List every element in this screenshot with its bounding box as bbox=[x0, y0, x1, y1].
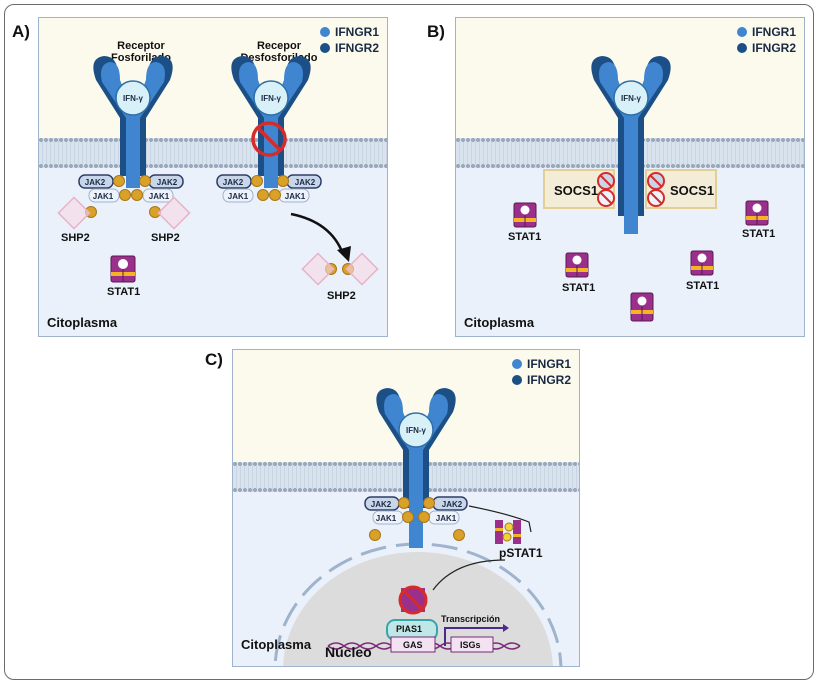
isgs-label: ISGs bbox=[460, 640, 481, 650]
ifngr2-dot-icon bbox=[511, 375, 522, 385]
legend-label: IFNGR1 bbox=[334, 25, 379, 39]
receptor-dephosphorylated: IFN-γ bbox=[231, 56, 311, 188]
gas-label: GAS bbox=[403, 640, 423, 650]
panel-a-letter: A) bbox=[12, 22, 30, 41]
jak-complex: JAK2 JAK1 JAK2 JAK1 bbox=[364, 496, 468, 525]
shp2-label: SHP2 bbox=[327, 290, 356, 302]
ifngr1-dot-icon bbox=[736, 27, 747, 37]
stat1-icon bbox=[630, 292, 654, 322]
gas-box bbox=[390, 636, 436, 653]
cytoplasm-label: Citoplasma bbox=[241, 637, 312, 652]
socs1-label: SOCS1 bbox=[554, 183, 599, 198]
svg-text:JAK1: JAK1 bbox=[149, 192, 170, 201]
ligand-label: IFN-γ bbox=[123, 94, 144, 103]
cytoplasm-label: Citoplasma bbox=[464, 315, 535, 330]
svg-text:JAK2: JAK2 bbox=[157, 178, 178, 187]
arrow-icon bbox=[468, 505, 532, 533]
transcription-arrow-icon bbox=[444, 627, 503, 646]
arrow-icon bbox=[290, 212, 345, 255]
legend-label: IFNGR2 bbox=[334, 41, 379, 55]
shp2-icons bbox=[57, 196, 379, 286]
ifngr2-dot-icon bbox=[736, 43, 747, 53]
ifngr2-dot-icon bbox=[319, 43, 330, 53]
legend-label: IFNGR1 bbox=[751, 25, 796, 39]
svg-text:IFN-γ: IFN-γ bbox=[621, 94, 642, 103]
svg-text:JAK2: JAK2 bbox=[442, 500, 463, 509]
arrow-icon bbox=[432, 559, 506, 591]
legend-label: IFNGR2 bbox=[526, 373, 571, 387]
panel-c-drawing: IFN-γ JAK2 JAK1 JAK2 JAK1 bbox=[273, 388, 563, 666]
legend: IFNGR1 IFNGR2 bbox=[736, 24, 796, 56]
svg-text:JAK2: JAK2 bbox=[295, 178, 316, 187]
legend-label: IFNGR1 bbox=[526, 357, 571, 371]
legend-ifngr1: IFNGR1 bbox=[736, 24, 796, 40]
stat1-label: STAT1 bbox=[508, 231, 542, 243]
phosphate-icons bbox=[369, 497, 465, 541]
inhibition-icon bbox=[251, 121, 287, 157]
legend-ifngr1: IFNGR1 bbox=[511, 356, 571, 372]
stat1-icon bbox=[565, 252, 589, 278]
legend-ifngr2: IFNGR2 bbox=[319, 40, 379, 56]
jak-complex-right: JAK2 JAK1 JAK2 JAK1 bbox=[216, 174, 322, 203]
svg-text:JAK1: JAK1 bbox=[436, 514, 457, 523]
stat1-icon bbox=[745, 200, 769, 226]
panel-a-drawing: IFN-γ IFN-γ JAK2 JAK1 JAK2 JAK1 JAK2 JAK… bbox=[57, 56, 379, 286]
svg-text:IFN-γ: IFN-γ bbox=[406, 426, 427, 435]
jak-complex-left: JAK2 JAK1 JAK2 JAK1 bbox=[78, 174, 184, 203]
figure-frame bbox=[4, 4, 814, 680]
panel-c: IFNGR1 IFNGR2 IFN-γ JAK2 JAK1 JAK2 JAK1 bbox=[232, 349, 580, 667]
legend-ifngr2: IFNGR2 bbox=[511, 372, 571, 388]
stat1-label: STAT1 bbox=[107, 286, 141, 298]
legend-ifngr2: IFNGR2 bbox=[736, 40, 796, 56]
stat1-icon bbox=[690, 250, 714, 276]
stat1-label: STAT1 bbox=[562, 282, 596, 294]
transcription-label: Transcripción bbox=[441, 614, 501, 624]
ifngr1-dot-icon bbox=[511, 359, 522, 369]
cytoplasm-label: Citoplasma bbox=[47, 315, 118, 330]
legend: IFNGR1 IFNGR2 bbox=[319, 24, 379, 56]
receptor-phosphorylated: IFN-γ bbox=[93, 56, 173, 188]
stat1-label: STAT1 bbox=[742, 228, 776, 240]
panel-b: IFNGR1 IFNGR2 IFN-γ SOCS1 SOCS1 STAT1 ST… bbox=[455, 17, 805, 337]
shp2-label: SHP2 bbox=[151, 232, 180, 244]
svg-text:JAK1: JAK1 bbox=[228, 192, 249, 201]
nucleus-label: Núcleo bbox=[325, 644, 372, 660]
panel-b-drawing: IFN-γ bbox=[513, 56, 769, 322]
svg-text:JAK2: JAK2 bbox=[223, 178, 244, 187]
cell-membrane bbox=[39, 138, 387, 168]
socs1-label: SOCS1 bbox=[670, 183, 715, 198]
inhibited-pstat1-icon bbox=[398, 585, 428, 615]
legend-ifngr1: IFNGR1 bbox=[319, 24, 379, 40]
stat1-icon bbox=[513, 202, 537, 228]
isgs-box bbox=[450, 636, 494, 653]
panel-b-letter: B) bbox=[427, 22, 445, 41]
inhibited-jak-icons bbox=[597, 172, 665, 207]
stat1-icon bbox=[110, 255, 136, 283]
svg-text:JAK2: JAK2 bbox=[85, 178, 106, 187]
pstat1-icon bbox=[495, 520, 521, 544]
svg-text:JAK1: JAK1 bbox=[93, 192, 114, 201]
svg-text:JAK2: JAK2 bbox=[371, 500, 392, 509]
pstat1-label: pSTAT1 bbox=[499, 546, 543, 560]
svg-text:JAK1: JAK1 bbox=[376, 514, 397, 523]
legend-label: IFNGR2 bbox=[751, 41, 796, 55]
receptor: IFN-γ bbox=[591, 56, 671, 234]
shp2-label: SHP2 bbox=[61, 232, 90, 244]
legend: IFNGR1 IFNGR2 bbox=[511, 356, 571, 388]
svg-text:IFN-γ: IFN-γ bbox=[261, 94, 282, 103]
ifngr1-dot-icon bbox=[319, 27, 330, 37]
stat1-label: STAT1 bbox=[686, 280, 720, 292]
receptor: IFN-γ bbox=[376, 388, 456, 548]
panel-c-letter: C) bbox=[205, 350, 223, 369]
svg-text:JAK1: JAK1 bbox=[285, 192, 306, 201]
pias1-label: PIAS1 bbox=[396, 624, 423, 634]
panel-a: IFNGR1 IFNGR2 Receptor Fosforilado Recep… bbox=[38, 17, 388, 337]
